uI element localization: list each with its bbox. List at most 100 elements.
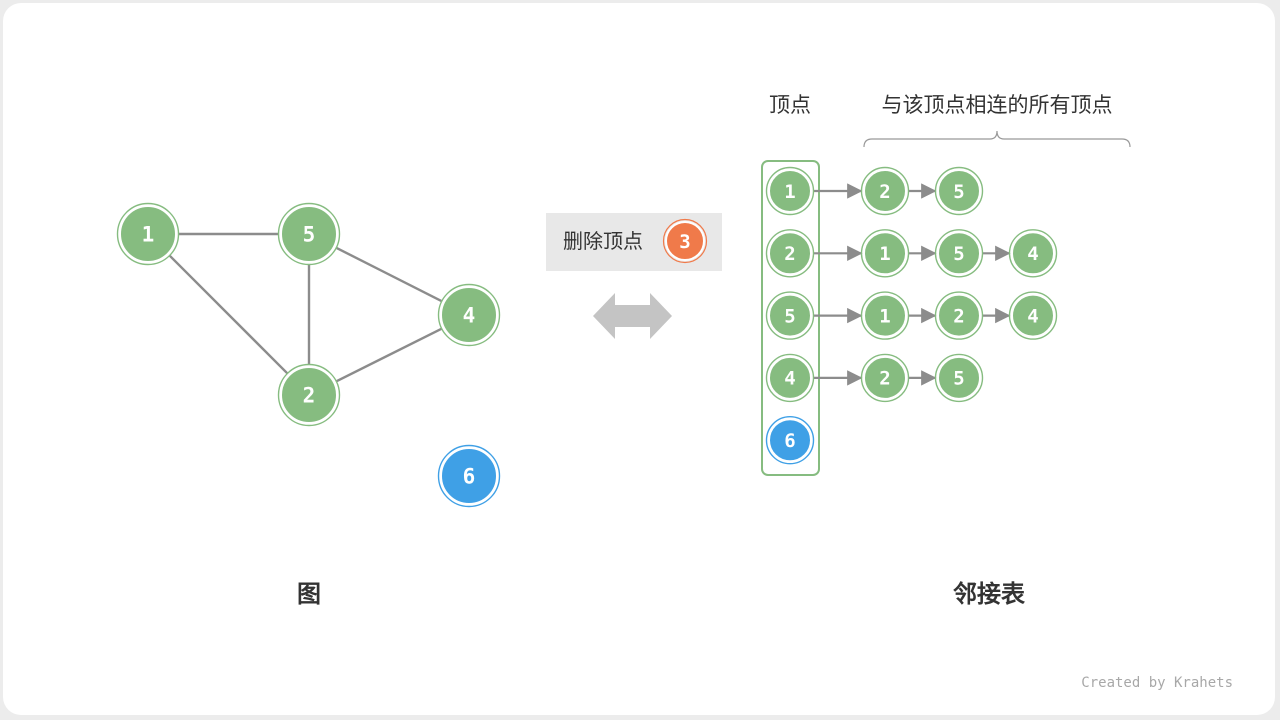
adjacency-vertex-4: 4 bbox=[765, 353, 815, 403]
graph-vertex-2-circle bbox=[280, 366, 338, 424]
graph-vertex-5: 5 bbox=[277, 202, 341, 266]
graph-vertex-6: 6 bbox=[437, 444, 501, 508]
adjacency-neighbor: 5 bbox=[934, 166, 984, 216]
adjacency-row: 6 bbox=[765, 416, 815, 465]
adjacency-neighbor-label: 4 bbox=[1027, 305, 1038, 327]
adjacency-neighbor-ring bbox=[860, 229, 910, 278]
removed-vertex-label: 3 bbox=[679, 231, 690, 253]
adjacency-neighbor-circle bbox=[937, 231, 981, 276]
adjacency-vertex-2-ring bbox=[765, 229, 815, 278]
graph-vertex-5-label: 5 bbox=[303, 223, 316, 247]
adjacency-neighbor-label: 2 bbox=[879, 368, 890, 390]
adjacency-neighbor-label: 4 bbox=[1027, 243, 1038, 265]
adjacency-vertex-1-circle bbox=[768, 169, 812, 213]
adjacency-vertex-4-label: 4 bbox=[784, 368, 795, 390]
graph-title: 图 bbox=[297, 580, 321, 608]
adjacency-neighbor-ring bbox=[1008, 291, 1058, 340]
graph-vertex-5-ring bbox=[277, 202, 341, 266]
removed-vertex-badge bbox=[665, 221, 705, 261]
adjacency-vertex-1-label: 1 bbox=[784, 181, 795, 203]
adjacency-neighbor-circle bbox=[863, 169, 907, 213]
adjacency-neighbor: 4 bbox=[1008, 229, 1058, 278]
adjacency-neighbor-ring bbox=[934, 291, 984, 340]
adjacency-vertex-1: 1 bbox=[765, 166, 815, 216]
graph-edge-1-2 bbox=[168, 254, 289, 375]
graph-vertex-2-ring bbox=[277, 363, 341, 427]
adjacency-neighbor-circle bbox=[937, 293, 981, 338]
adjacency-neighbor-circle bbox=[863, 231, 907, 276]
neighbors-header: 与该顶点相连的所有顶点 bbox=[882, 93, 1113, 117]
graph-vertex-4-ring bbox=[437, 283, 501, 347]
adjacency-vertex-2-circle bbox=[768, 231, 812, 276]
adjacency-neighbor: 5 bbox=[934, 353, 984, 403]
operation-box: 删除顶点 3 bbox=[546, 213, 722, 271]
graph-edge-2-4 bbox=[335, 327, 443, 383]
graph-vertex-1: 1 bbox=[116, 202, 180, 266]
adjacency-neighbor: 1 bbox=[860, 291, 910, 340]
adjacency-vertex-5: 5 bbox=[765, 291, 815, 340]
graph-vertex-1-label: 1 bbox=[142, 223, 155, 247]
adjacency-neighbor-ring bbox=[860, 166, 910, 216]
adjacency-neighbor-label: 5 bbox=[953, 243, 964, 265]
adjacency-vertex-2-label: 2 bbox=[784, 243, 795, 265]
adjacency-title: 邻接表 bbox=[953, 580, 1026, 608]
adjacency-neighbor-ring bbox=[860, 291, 910, 340]
adjacency-neighbor: 2 bbox=[860, 353, 910, 403]
adjacency-neighbor: 1 bbox=[860, 229, 910, 278]
adjacency-neighbor-label: 2 bbox=[879, 181, 890, 203]
graph-edge-5-4 bbox=[335, 246, 443, 303]
vertex-column-header: 顶点 bbox=[769, 93, 811, 117]
adjacency-vertex-6: 6 bbox=[765, 416, 815, 465]
adjacency-vertex-6-label: 6 bbox=[784, 430, 795, 452]
adjacency-neighbor-circle bbox=[1011, 293, 1055, 338]
adjacency-vertex-6-ring bbox=[765, 416, 815, 465]
adjacency-neighbor: 2 bbox=[934, 291, 984, 340]
adjacency-row: 2 1 5 4 bbox=[765, 229, 1058, 278]
vertex-column-box bbox=[761, 160, 820, 476]
adjacency-vertex-2: 2 bbox=[765, 229, 815, 278]
operation-label: 删除顶点 bbox=[563, 229, 643, 253]
adjacency-row: 5 1 2 4 bbox=[765, 291, 1058, 340]
adjacency-vertex-5-circle bbox=[768, 293, 812, 338]
adjacency-neighbor: 4 bbox=[1008, 291, 1058, 340]
adjacency-neighbor-circle bbox=[863, 355, 907, 400]
adjacency-neighbor-ring bbox=[934, 166, 984, 216]
graph-vertex-4-circle bbox=[440, 286, 498, 344]
adjacency-neighbor-ring bbox=[934, 229, 984, 278]
graph-vertex-5-circle bbox=[280, 205, 338, 263]
adjacency-neighbor-circle bbox=[863, 293, 907, 338]
adjacency-neighbor-circle bbox=[937, 169, 981, 213]
graph-vertex-1-ring bbox=[116, 202, 180, 266]
adjacency-neighbor-circle bbox=[937, 355, 981, 400]
graph-nodes: 1 5 4 2 6 bbox=[116, 202, 501, 508]
adjacency-neighbor: 5 bbox=[934, 229, 984, 278]
credit-text: Created by Krahets bbox=[1081, 675, 1233, 691]
adjacency-neighbor: 2 bbox=[860, 166, 910, 216]
adjacency-row: 1 2 5 bbox=[765, 166, 984, 216]
adjacency-vertex-4-ring bbox=[765, 353, 815, 403]
adjacency-neighbor-label: 2 bbox=[953, 305, 964, 327]
adjacency-row: 4 2 5 bbox=[765, 353, 984, 403]
graph-vertex-4: 4 bbox=[437, 283, 501, 347]
adjacency-neighbor-label: 5 bbox=[953, 368, 964, 390]
adjacency-neighbor-ring bbox=[860, 353, 910, 403]
adjacency-vertex-4-circle bbox=[768, 355, 812, 400]
removed-vertex-badge-ring bbox=[662, 218, 708, 264]
double-arrow-icon bbox=[593, 293, 672, 339]
graph-vertex-6-ring bbox=[437, 444, 501, 508]
adjacency-neighbor-label: 1 bbox=[879, 305, 890, 327]
adjacency-neighbor-ring bbox=[934, 353, 984, 403]
graph-edges bbox=[168, 232, 443, 383]
adjacency-vertex-5-label: 5 bbox=[784, 305, 795, 327]
adjacency-neighbor-ring bbox=[1008, 229, 1058, 278]
adjacency-neighbor-circle bbox=[1011, 231, 1055, 276]
graph-vertex-1-circle bbox=[119, 205, 177, 263]
graph-vertex-4-label: 4 bbox=[463, 304, 476, 328]
adjacency-neighbor-label: 1 bbox=[879, 243, 890, 265]
graph-vertex-6-label: 6 bbox=[463, 465, 476, 489]
adjacency-vertex-1-ring bbox=[765, 166, 815, 216]
adjacency-vertex-6-circle bbox=[768, 418, 812, 463]
adjacency-rows: 1 2 5 2 1 5 4 5 1 2 4 4 2 5 6 bbox=[765, 166, 1058, 465]
graph-vertex-2: 2 bbox=[277, 363, 341, 427]
